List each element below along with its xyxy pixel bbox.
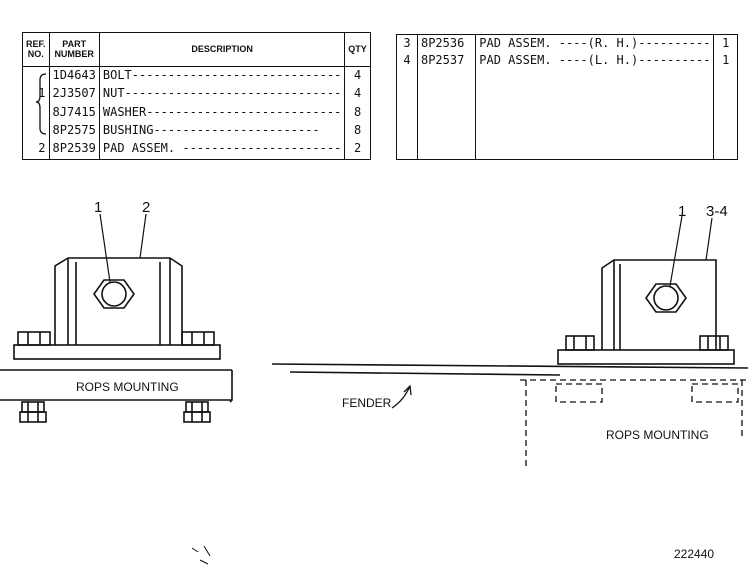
row-description: PAD ASSEM. ----(L. H.)---------- bbox=[475, 52, 715, 69]
row-part-number: 1D4643 bbox=[49, 66, 100, 86]
fender-label: FENDER bbox=[342, 396, 392, 410]
callout-1-left: 1 bbox=[94, 199, 102, 216]
header-description: DESCRIPTION bbox=[99, 32, 346, 67]
table-header-row: REF. NO. PART NUMBER DESCRIPTION QTY bbox=[22, 32, 371, 67]
header-part-number: PART NUMBER bbox=[49, 32, 100, 67]
row-ref: 1 bbox=[22, 85, 50, 104]
table-row: 4 8P2537 PAD ASSEM. ----(L. H.)---------… bbox=[396, 52, 738, 69]
row-part-number: 8P2539 bbox=[49, 140, 100, 160]
header-ref: REF. NO. bbox=[22, 32, 50, 67]
row-description: WASHER--------------------------- bbox=[99, 103, 346, 122]
table-row: 8P2575 BUSHING----------------------- 8 bbox=[22, 122, 371, 141]
table-row: 8J7415 WASHER---------------------------… bbox=[22, 103, 371, 122]
table-row: 2 8P2539 PAD ASSEM. --------------------… bbox=[22, 140, 371, 160]
row-description: PAD ASSEM. ---------------------- bbox=[99, 140, 346, 160]
row-description: NUT------------------------------ bbox=[99, 85, 346, 104]
row-part-number: 8P2536 bbox=[417, 34, 477, 52]
row-qty: 8 bbox=[353, 104, 362, 119]
fender bbox=[271, 363, 749, 409]
table-row: 3 8P2536 PAD ASSEM. ----(R. H.)---------… bbox=[396, 34, 738, 52]
row-part-number: 2J3507 bbox=[49, 85, 100, 104]
row-part-number: 8P2537 bbox=[417, 52, 477, 69]
row-qty: 4 bbox=[353, 67, 362, 82]
right-pad-assembly bbox=[520, 215, 748, 470]
callout-2-left: 2 bbox=[142, 199, 150, 216]
row-qty: 8 bbox=[353, 123, 362, 137]
base-plate bbox=[557, 349, 735, 365]
bolt-hex-icon bbox=[93, 279, 135, 309]
bolt-hex-icon bbox=[645, 283, 687, 313]
row-ref: 3 bbox=[396, 34, 418, 52]
row-ref: 4 bbox=[396, 52, 418, 69]
scan-mark bbox=[191, 545, 211, 565]
table-filler-row bbox=[396, 69, 738, 160]
row-ref bbox=[22, 122, 50, 141]
row-ref bbox=[22, 66, 50, 86]
callout-3-4-right: 3-4 bbox=[706, 203, 728, 220]
row-ref bbox=[22, 103, 50, 122]
row-qty: 1 bbox=[722, 53, 730, 67]
callout-1-right: 1 bbox=[678, 203, 686, 220]
rops-mounting-left-label: ROPS MOUNTING bbox=[76, 380, 179, 394]
row-qty: 2 bbox=[353, 141, 362, 156]
row-description: BUSHING----------------------- bbox=[99, 122, 346, 141]
rops-mounting-right-label: ROPS MOUNTING bbox=[606, 428, 709, 442]
table-row: 1D4643 BOLT-----------------------------… bbox=[22, 66, 371, 86]
pad-block bbox=[601, 259, 717, 350]
parts-table-left: REF. NO. PART NUMBER DESCRIPTION QTY 1D4… bbox=[22, 32, 371, 160]
pad-block bbox=[54, 257, 183, 345]
left-pad-assembly bbox=[0, 213, 233, 423]
row-part-number: 8P2575 bbox=[49, 122, 100, 141]
drawing-number: 222440 bbox=[674, 547, 714, 561]
row-part-number: 8J7415 bbox=[49, 103, 100, 122]
parts-table-right: 3 8P2536 PAD ASSEM. ----(R. H.)---------… bbox=[396, 34, 738, 160]
table-row: 1 2J3507 NUT----------------------------… bbox=[22, 85, 371, 104]
row-qty: 4 bbox=[353, 86, 362, 101]
header-qty: QTY bbox=[344, 32, 371, 67]
row-description: PAD ASSEM. ----(R. H.)---------- bbox=[475, 34, 715, 52]
base-plate bbox=[13, 344, 221, 360]
ref-brace bbox=[35, 73, 47, 135]
row-ref: 2 bbox=[22, 140, 50, 160]
row-qty: 1 bbox=[722, 36, 730, 50]
row-description: BOLT----------------------------- bbox=[99, 66, 346, 86]
